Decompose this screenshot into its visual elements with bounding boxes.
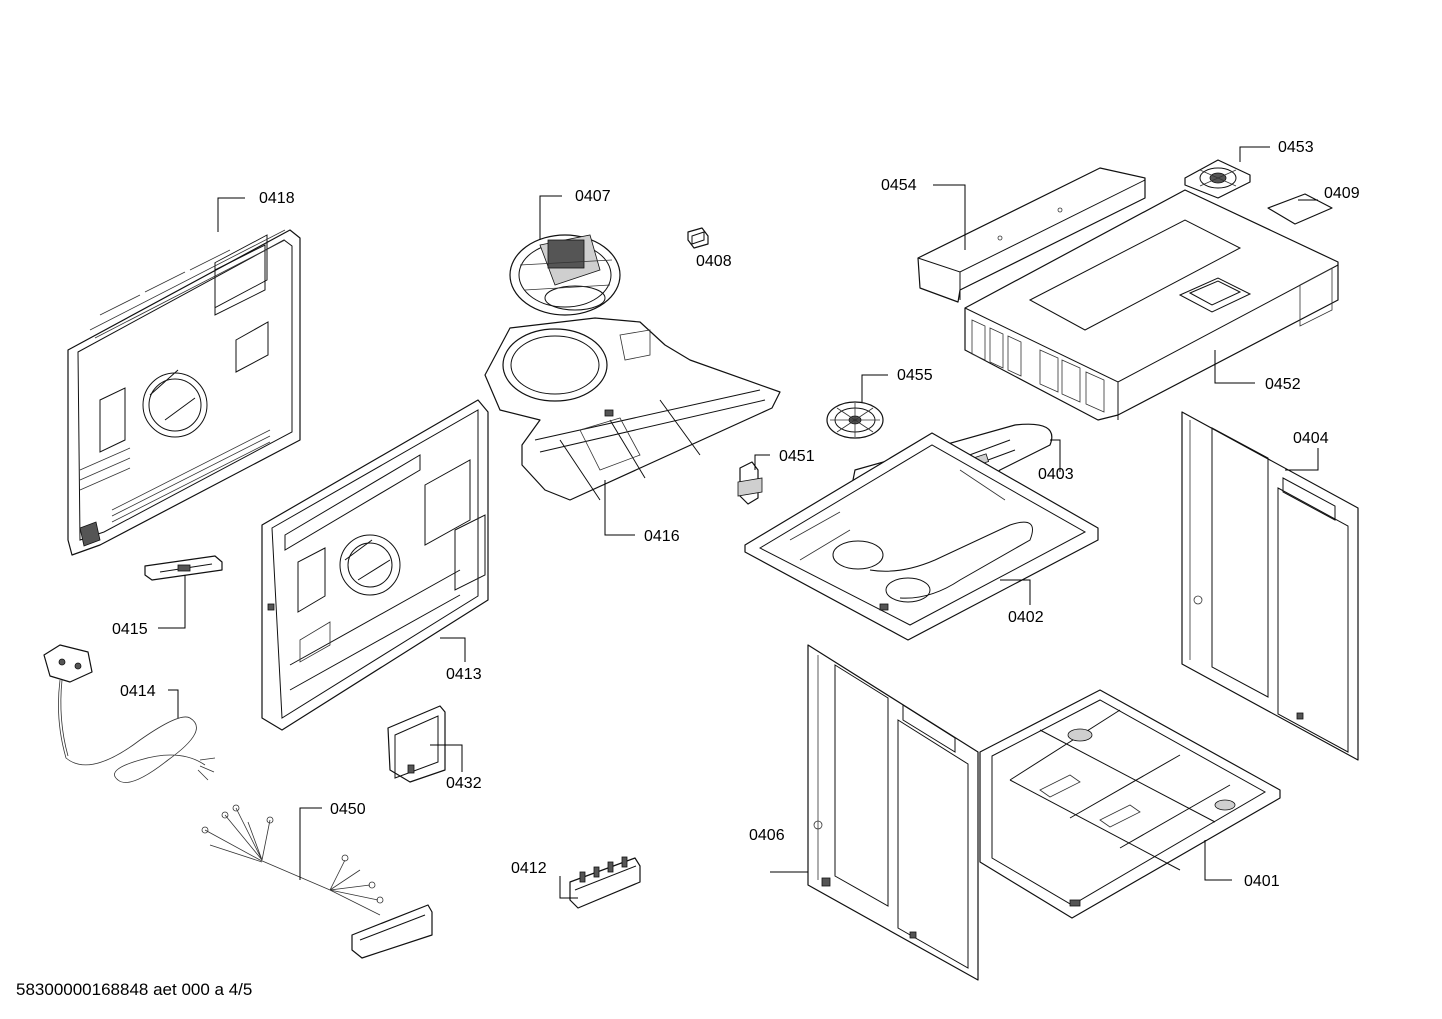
leader-0415 [158,575,186,629]
leader-0452 [1214,350,1255,384]
callout-0407: 0407 [575,188,611,205]
leader-0450 [299,807,322,880]
callout-0453: 0453 [1278,139,1314,156]
part-0409-insulation-pad [1267,193,1333,225]
leader-0416 [604,480,635,536]
part-0401-base-frame [979,689,1281,919]
part-0455-fan-wheel [826,401,884,439]
part-0451-thermostat [737,461,763,505]
leader-0414 [168,689,179,718]
leader-0401 [1204,840,1232,881]
part-0453-fan-grill [1184,159,1251,199]
part-0432-bracket [387,705,446,783]
part-0450-wire-harness [201,804,433,959]
callout-0409: 0409 [1324,185,1360,202]
leader-0403 [1050,439,1061,472]
callout-0415: 0415 [112,621,148,638]
callout-0450: 0450 [330,801,366,818]
callout-0403: 0403 [1038,466,1074,483]
callout-0401: 0401 [1244,873,1280,890]
leader-0453 [1239,146,1270,162]
leader-0454 [933,184,966,250]
leader-0402 [1000,579,1031,605]
leader-0418 [217,197,245,232]
callout-0418: 0418 [259,190,295,207]
part-0413-rear-inner-wall [261,399,489,731]
callout-0455: 0455 [897,367,933,384]
leader-0455 [861,374,888,402]
part-0418-rear-cover [67,229,301,556]
part-0407-fan-motor [509,234,621,316]
leader-0432 [430,744,463,772]
callout-0412: 0412 [511,860,547,877]
callout-0404: 0404 [1293,430,1329,447]
part-0402-bottom-plate [744,432,1099,641]
part-0454-top-cover [917,167,1146,303]
leader-lines [158,146,1319,899]
part-0416-fan-housing [484,317,781,501]
callout-0406: 0406 [749,827,785,844]
part-0404-right-side-panel [1181,411,1359,761]
part-0452-top-chassis [964,189,1339,421]
leader-0412 [559,876,578,899]
leader-0413 [440,637,466,662]
leader-0407 [539,195,562,240]
leader-0404 [1285,448,1319,471]
callout-0452: 0452 [1265,376,1301,393]
callout-0432: 0432 [446,775,482,792]
part-0414-power-cord [43,644,216,783]
part-0415-sensor [144,555,223,581]
document-id: 58300000168848 aet 000 a 4/5 [16,980,253,999]
callout-0454: 0454 [881,177,917,194]
callout-labels: 0418 0407 0408 0454 0453 0409 0455 0452 … [112,139,1360,890]
callout-0451: 0451 [779,448,815,465]
callout-0402: 0402 [1008,609,1044,626]
callout-0416: 0416 [644,528,680,545]
part-0406-left-side-panel [807,644,979,981]
part-0412-terminal-block [569,856,641,909]
callout-0408: 0408 [696,253,732,270]
callout-0413: 0413 [446,666,482,683]
leader-0451 [754,454,770,470]
part-0408-clip [687,227,709,249]
callout-0414: 0414 [120,683,156,700]
